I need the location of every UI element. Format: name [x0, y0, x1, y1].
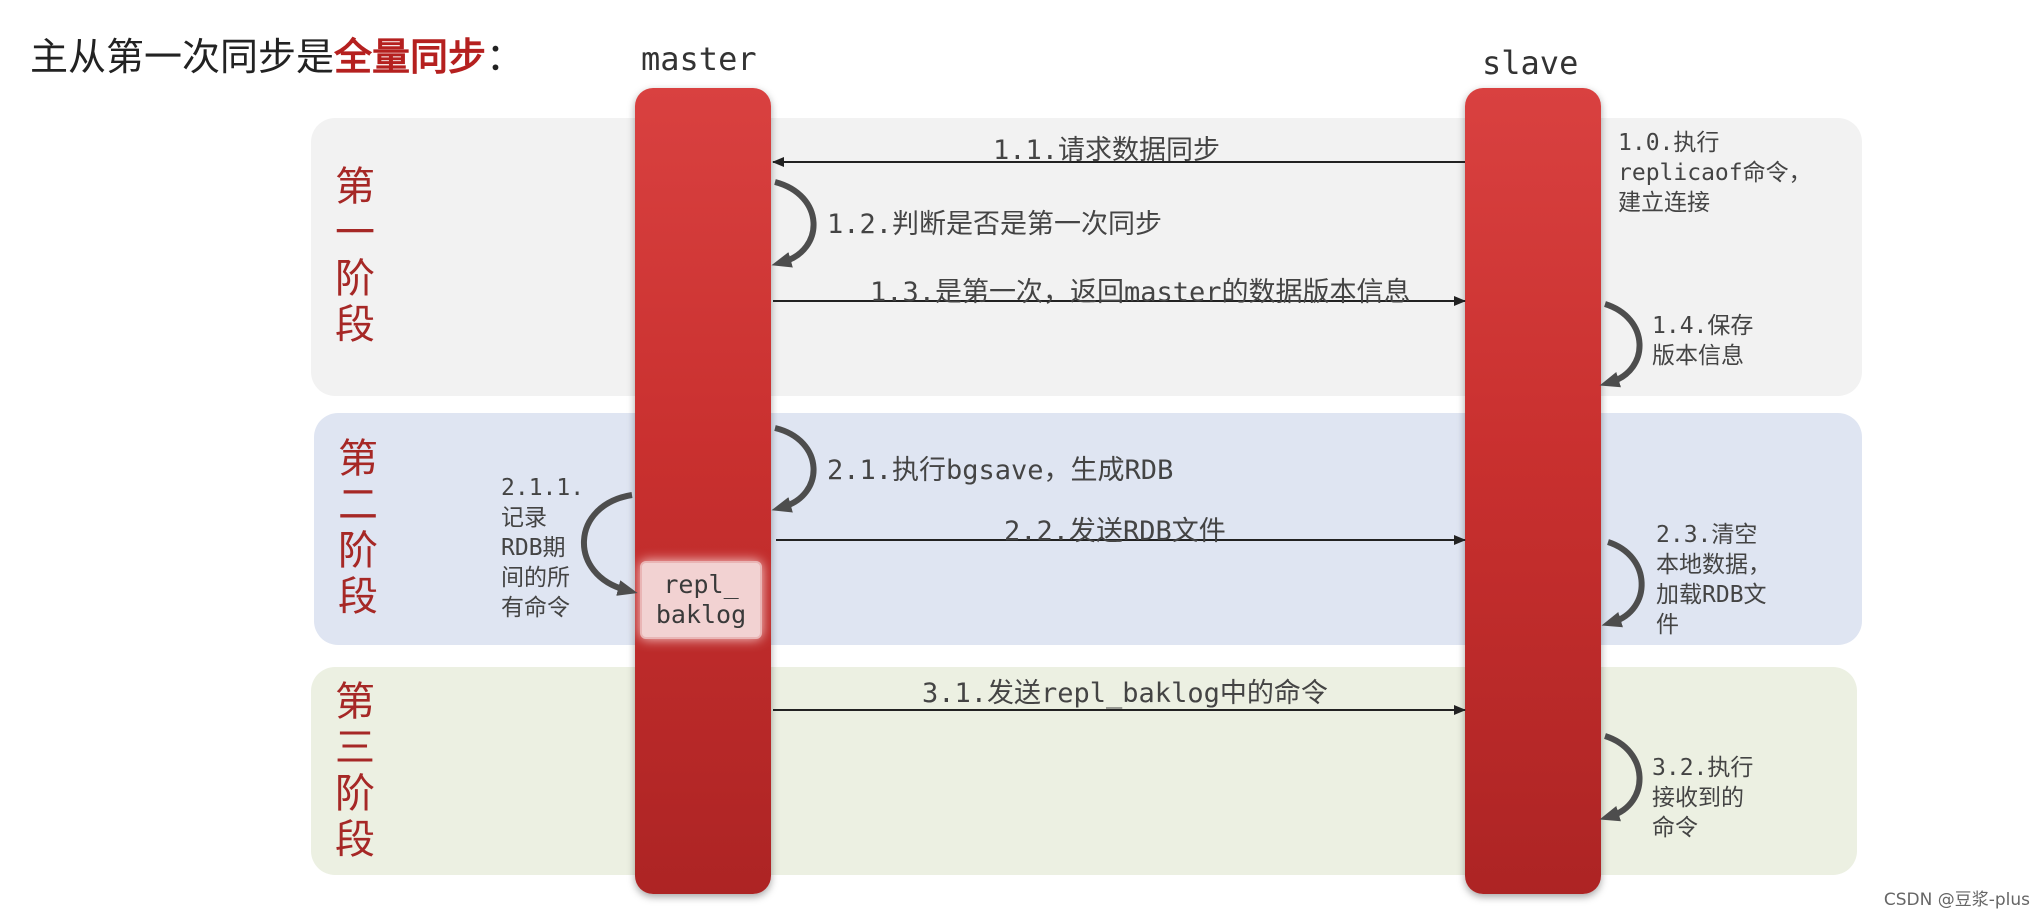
phase-1-band	[311, 118, 1862, 396]
watermark: CSDN @豆浆-plus	[1883, 890, 2030, 910]
self-loop-2-1	[771, 425, 817, 513]
message-3-1: 3.1.发送repl_baklog中的命令	[922, 678, 1328, 709]
loop-2-1-1	[581, 492, 638, 596]
phase-2-band	[314, 413, 1862, 645]
phase-3-label: 第三阶段	[335, 679, 375, 863]
phase-1-label: 第一阶段	[335, 164, 375, 348]
message-1-2: 1.2.判断是否是第一次同步	[827, 209, 1163, 240]
message-1-1: 1.1.请求数据同步	[993, 135, 1221, 166]
message-2-1: 2.1.执行bgsave，生成RDB	[827, 455, 1174, 486]
note-3-2: 3.2.执行 接收到的 命令	[1652, 755, 1754, 841]
note-1-0: 1.0.执行 replicaof命令， 建立连接	[1618, 130, 1812, 216]
master-label: master	[641, 40, 757, 78]
title-prefix: 主从第一次同步是	[30, 35, 335, 79]
note-2-1-1: 2.1.1. 记录 RDB期 间的所 有命令	[501, 475, 585, 621]
self-loop-1-2	[771, 179, 817, 268]
message-1-3: 1.3.是第一次，返回master的数据版本信息	[870, 277, 1411, 308]
slave-lifeline	[1465, 88, 1601, 894]
phase-2-label: 第二阶段	[338, 436, 378, 620]
master-lifeline	[635, 88, 771, 894]
slave-label: slave	[1482, 44, 1579, 82]
note-1-4: 1.4.保存 版本信息	[1652, 313, 1754, 369]
repl-baklog-box: repl_ baklog	[640, 561, 762, 639]
self-loop-3-2	[1599, 733, 1643, 822]
self-loop-1-4	[1599, 301, 1643, 388]
title-suffix: ：	[486, 35, 525, 79]
message-2-2: 2.2.发送RDB文件	[1004, 516, 1226, 547]
note-2-3: 2.3.清空 本地数据， 加载RDB文 件	[1656, 522, 1771, 638]
page-title: 主从第一次同步是全量同步：	[30, 26, 524, 81]
title-highlight: 全量同步	[334, 35, 487, 79]
self-loop-2-3	[1601, 539, 1645, 628]
